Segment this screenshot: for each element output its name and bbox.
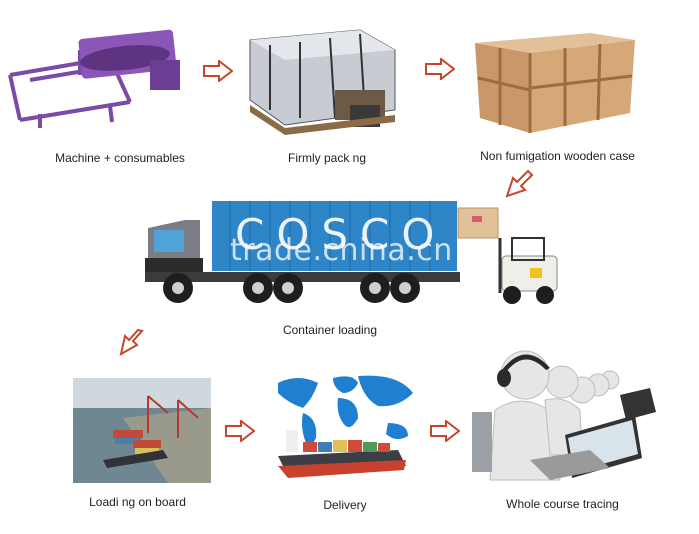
- stage-tracing-caption: Whole course tracing: [506, 497, 619, 511]
- container-truck-illustration: [145, 201, 558, 304]
- stage-tracing: [470, 340, 660, 490]
- stage-wooden-case-caption: Non fumigation wooden case: [480, 149, 635, 163]
- world-map-ship-illustration: [278, 375, 413, 478]
- packed-machine-illustration: [249, 29, 396, 135]
- outline-down-left-arrow-icon: [505, 169, 534, 198]
- stage-machine-caption: Machine + consumables: [55, 151, 185, 165]
- outline-right-arrow-icon: [425, 58, 455, 80]
- outline-right-arrow-icon: [225, 420, 255, 442]
- wooden-crate-illustration: [475, 33, 635, 133]
- stage-packing-caption: Firmly pack ng: [287, 151, 367, 165]
- stage-delivery: [258, 368, 423, 486]
- calender-machine-illustration: [8, 29, 180, 128]
- stage-container: COSCO: [140, 198, 570, 313]
- stage-machine: [0, 20, 185, 140]
- stage-delivery-caption: Delivery: [323, 498, 367, 512]
- outline-down-left-arrow-icon: [119, 328, 144, 356]
- stage-onboard-caption: Loadi ng on board: [89, 495, 186, 509]
- container-brand-text: COSCO: [235, 210, 447, 259]
- watermark-text: trade.china.cn: [230, 233, 453, 268]
- stage-onboard: [73, 378, 211, 483]
- stage-container-caption: Container loading: [282, 323, 378, 337]
- port-loading-photo: [73, 378, 211, 483]
- call-center-agents-illustration: [472, 350, 656, 481]
- outline-right-arrow-icon: [430, 420, 460, 442]
- stage-packing: [240, 20, 405, 140]
- stage-wooden-case: [470, 28, 640, 138]
- outline-right-arrow-icon: [203, 60, 233, 82]
